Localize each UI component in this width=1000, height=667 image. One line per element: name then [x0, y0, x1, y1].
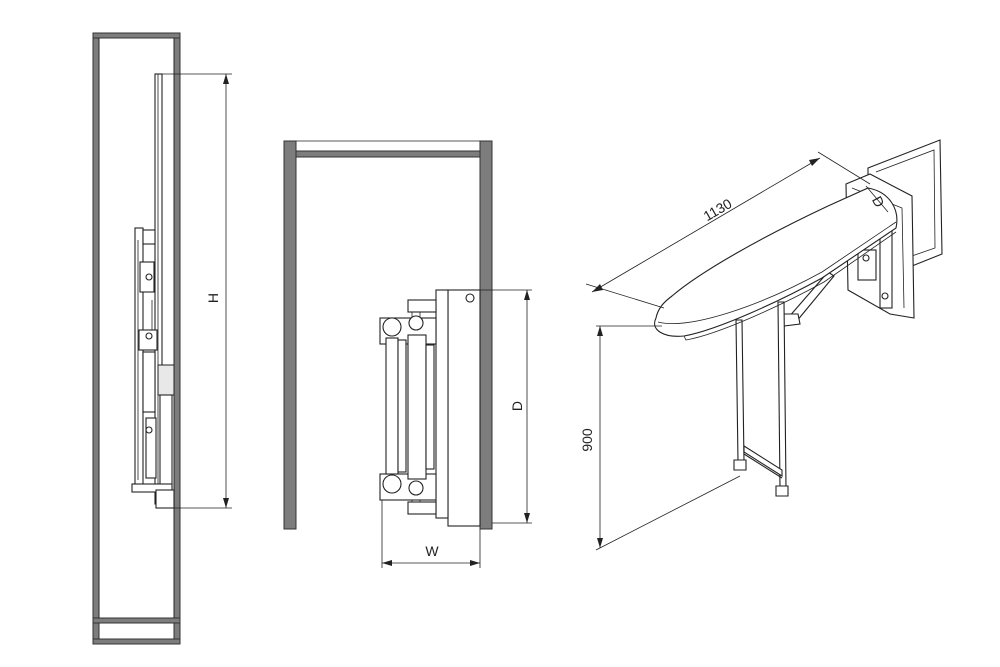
side-cabinet-left-wall — [92, 32, 100, 645]
top-cabinet-right-wall — [479, 140, 493, 530]
top-folded-unit — [379, 289, 481, 527]
height-dimension: H — [162, 73, 232, 509]
side-cabinet-top — [92, 32, 181, 39]
board-legs — [733, 301, 789, 497]
length-label: 1130 — [700, 195, 734, 224]
working-height-dimension: 900 — [579, 325, 741, 551]
depth-label: D — [509, 401, 525, 411]
side-view: H — [92, 32, 232, 645]
side-cabinet-right-wall — [173, 32, 181, 645]
width-dimension: W — [381, 500, 481, 568]
top-cabinet-back — [295, 150, 481, 158]
height-label: H — [205, 293, 221, 303]
side-cabinet-base — [92, 638, 181, 645]
working-height-label: 900 — [579, 428, 595, 452]
width-label: W — [425, 543, 439, 559]
ironing-board-top — [654, 187, 898, 341]
top-view: D W — [283, 140, 532, 568]
side-cabinet-bottom — [92, 617, 181, 624]
top-cabinet-left-wall — [283, 140, 297, 530]
side-folded-board — [131, 73, 175, 509]
perspective-view: D 1130 900 — [579, 139, 943, 551]
depth-dimension: D — [480, 289, 532, 524]
